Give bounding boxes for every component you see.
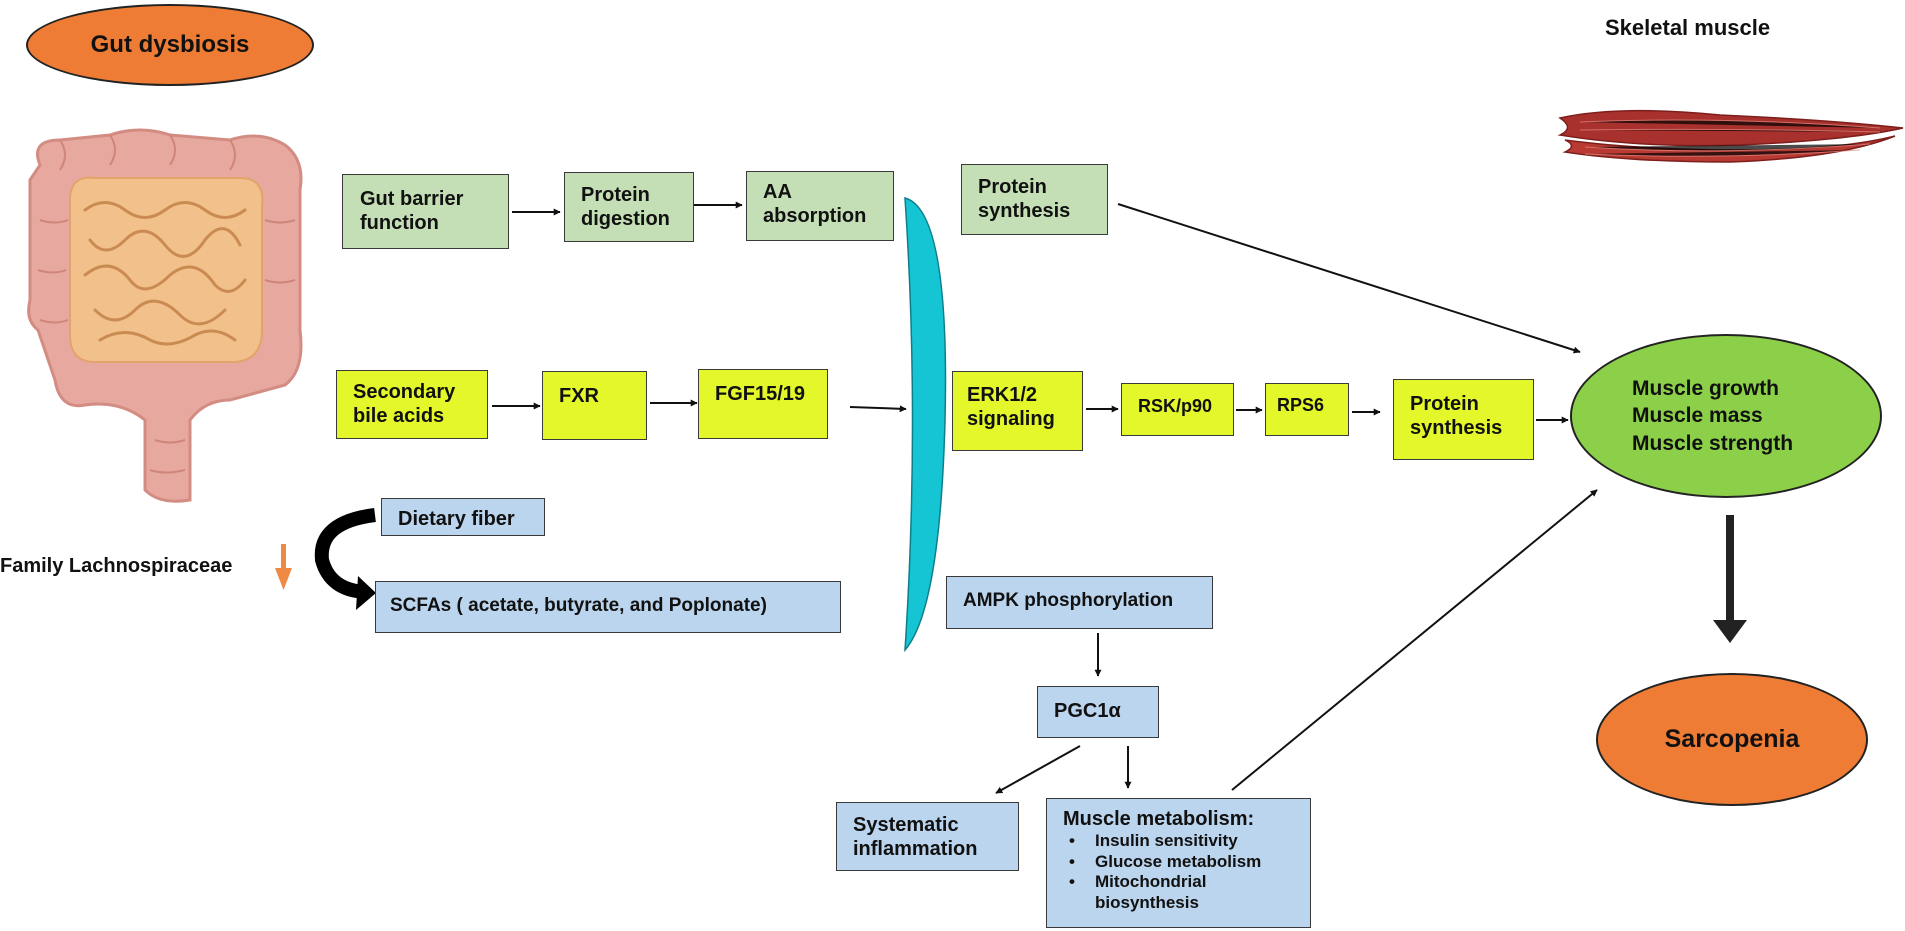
metabolism-item: Insulin sensitivity	[1063, 831, 1265, 852]
muscle-strength-label: Muscle strength	[1632, 431, 1794, 455]
aa-absorption-line2: absorption	[763, 205, 867, 228]
rsk-box: RSK/p90	[1121, 383, 1234, 436]
family-lachnospiraceae-label: Family Lachnospiraceae	[0, 555, 233, 577]
secondary-bile-line1: Secondary	[353, 381, 456, 403]
gut-dysbiosis-label: Gut dysbiosis	[90, 31, 250, 58]
erk-line2: signaling	[967, 408, 1055, 431]
fxr-box: FXR	[542, 371, 647, 440]
muscle-growth-label: Muscle growth	[1632, 377, 1780, 401]
erk-line1: ERK1/2	[967, 384, 1038, 406]
metabolism-list: Insulin sensitivity Glucose metabolism M…	[1063, 831, 1265, 913]
arrow-metabolism-to-growth	[1231, 489, 1598, 791]
muscle-metabolism-box: Muscle metabolism: Insulin sensitivity G…	[1046, 798, 1311, 928]
rps6-label: RPS6	[1277, 395, 1325, 415]
fgf-box: FGF15/19	[698, 369, 828, 439]
muscle-mass-label: Muscle mass	[1632, 404, 1763, 428]
protein-digestion-box: Protein digestion	[564, 172, 694, 242]
dietary-fiber-label: Dietary fiber	[398, 508, 515, 530]
aa-absorption-line1: AA	[763, 181, 792, 203]
protein-synthesis-2-line2: synthesis	[1410, 417, 1503, 440]
metabolism-item: Mitochondrial biosynthesis	[1063, 872, 1265, 913]
rps6-box: RPS6	[1265, 383, 1349, 436]
metabolism-title: Muscle metabolism:	[1063, 808, 1255, 830]
systematic-inflammation-box: Systematic inflammation	[836, 802, 1019, 871]
secondary-bile-acids-box: Secondary bile acids	[336, 370, 488, 439]
skeletal-muscle-title: Skeletal muscle	[1605, 15, 1771, 40]
dietary-fiber-box: Dietary fiber	[381, 498, 545, 536]
gut-barrier-line1: Gut barrier	[360, 188, 464, 210]
inflammation-line2: inflammation	[853, 838, 978, 861]
curved-arrow-fiber-to-scfa	[314, 508, 376, 610]
ampk-label: AMPK phosphorylation	[963, 590, 1174, 611]
arrow-pgc-to-inflammation	[995, 745, 1081, 794]
inflammation-line1: Systematic	[853, 814, 959, 836]
aa-absorption-box: AA absorption	[746, 171, 894, 241]
scfas-label: SCFAs ( acetate, butyrate, and Poplonate…	[390, 595, 767, 616]
fgf-label: FGF15/19	[715, 383, 806, 405]
barrier-shape	[904, 197, 947, 653]
arrow-synthesis-to-muscle	[1117, 203, 1581, 354]
muscle-illustration	[1557, 109, 1904, 163]
protein-synthesis-box-1: Protein synthesis	[961, 164, 1108, 235]
ampk-box: AMPK phosphorylation	[946, 576, 1213, 629]
protein-synthesis-1-line1: Protein	[978, 176, 1047, 198]
protein-digestion-line2: digestion	[581, 208, 670, 231]
metabolism-item: Glucose metabolism	[1063, 852, 1265, 873]
muscle-outcome-ellipse: Muscle growth Muscle mass Muscle strengt…	[1570, 334, 1882, 498]
pgc-label: PGC1α	[1054, 700, 1121, 722]
sarcopenia-label: Sarcopenia	[1664, 725, 1800, 753]
down-arrow-icon	[275, 544, 292, 590]
fxr-label: FXR	[559, 385, 599, 407]
protein-digestion-line1: Protein	[581, 184, 650, 206]
protein-synthesis-box-2: Protein synthesis	[1393, 379, 1534, 460]
gut-dysbiosis-ellipse: Gut dysbiosis	[26, 4, 314, 86]
protein-synthesis-2-line1: Protein	[1410, 393, 1479, 415]
scfas-box: SCFAs ( acetate, butyrate, and Poplonate…	[375, 581, 841, 633]
gut-barrier-line2: function	[360, 212, 439, 235]
pgc-box: PGC1α	[1037, 686, 1159, 738]
protein-synthesis-1-line2: synthesis	[978, 200, 1071, 223]
sarcopenia-ellipse: Sarcopenia	[1596, 673, 1868, 806]
gut-barrier-box: Gut barrier function	[342, 174, 509, 249]
secondary-bile-line2: bile acids	[353, 405, 445, 428]
arrow-growth-to-sarcopenia	[1713, 515, 1747, 643]
intestine-illustration	[27, 128, 303, 503]
arrow-fgf-to-barrier	[849, 405, 907, 413]
rsk-label: RSK/p90	[1138, 396, 1213, 416]
erk-signaling-box: ERK1/2 signaling	[952, 371, 1083, 451]
